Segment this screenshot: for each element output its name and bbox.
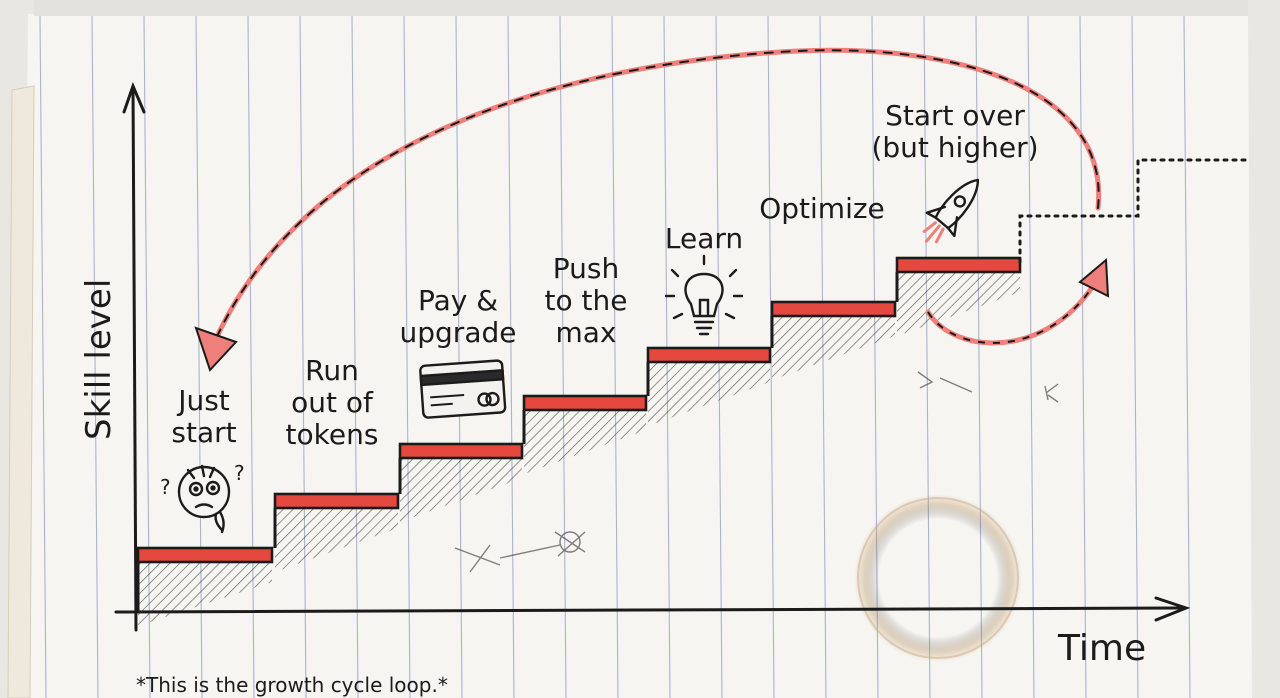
dotted-continuation (1018, 158, 1252, 264)
ruled-line (559, 15, 567, 698)
step-label-just-start: start (171, 416, 236, 449)
step-label-pay-upgrade: upgrade (400, 316, 517, 349)
x-axis-arrowhead (1154, 596, 1191, 622)
svg-text:?: ? (160, 475, 171, 499)
axes (114, 81, 1191, 632)
footnote: *This is the growth cycle loop.* (136, 673, 448, 697)
y-axis (131, 86, 138, 632)
svg-text:?: ? (234, 461, 245, 485)
staircase (136, 256, 1022, 626)
torn-left-edge (7, 85, 35, 698)
y-axis-arrowhead (122, 81, 146, 114)
stair-shadow (400, 458, 522, 522)
stair-tread (646, 346, 772, 364)
step-label-optimize: Optimize (759, 192, 885, 225)
ruled-line (1079, 15, 1087, 698)
ruled-line (611, 15, 619, 698)
lightbulb-icon (664, 254, 744, 336)
ruled-lines (39, 15, 1191, 698)
ruled-line (1183, 15, 1191, 698)
ruled-line (299, 15, 307, 698)
stair-tread (770, 300, 897, 318)
coffee-stain (854, 494, 1022, 662)
ruled-line (1027, 15, 1035, 698)
step-label-run-out-of-tokens: out of (291, 386, 374, 419)
stair-shadow (772, 316, 895, 380)
stair-shadow (138, 562, 272, 626)
loop-arrowhead (194, 326, 238, 372)
ruled-line (1131, 15, 1139, 698)
stair-shadow (524, 410, 646, 474)
step-label-run-out-of-tokens: tokens (286, 418, 379, 451)
ruled-line (91, 15, 99, 698)
x-axis-label: Time (1057, 628, 1146, 669)
page-top-binding (34, 0, 1248, 16)
small-curved-arrow-dashes (927, 277, 1099, 344)
stair-tread (398, 442, 524, 460)
stair-tread (895, 256, 1022, 274)
rocket-icon (922, 178, 980, 244)
x-axis (114, 606, 1184, 614)
ruled-line (39, 15, 47, 698)
step-label-run-out-of-tokens: Run (305, 354, 359, 387)
stair-shadow (897, 272, 1020, 336)
stair-tread (522, 394, 648, 412)
coffee-stain-ring (857, 497, 1019, 659)
pencil-doodles (454, 371, 1059, 573)
step-label-just-start: Just (176, 384, 230, 417)
step-label-push-to-the-max: to the (545, 284, 628, 317)
ruled-line (403, 15, 411, 698)
stair-shadow (275, 508, 398, 572)
step-label-pay-upgrade: Pay & (418, 284, 498, 317)
ruled-line (507, 15, 515, 698)
small-arrowhead (1078, 257, 1110, 298)
step-label-start-over: Start over (885, 99, 1025, 132)
credit-card-icon (419, 359, 507, 419)
stair-shadow (648, 362, 770, 426)
stair-tread (136, 546, 274, 564)
stair-tread (273, 492, 400, 510)
loop-arrow-dashes (211, 49, 1100, 349)
ruled-line (455, 15, 463, 698)
confused-face-icon: ? ? (160, 461, 245, 534)
y-axis-label: Skill level (79, 279, 119, 440)
ruled-line (351, 15, 359, 698)
step-label-push-to-the-max: Push (553, 252, 619, 285)
step-label-start-over: (but higher) (871, 131, 1038, 164)
step-label-learn: Learn (665, 222, 743, 255)
step-label-push-to-the-max: max (555, 316, 616, 349)
